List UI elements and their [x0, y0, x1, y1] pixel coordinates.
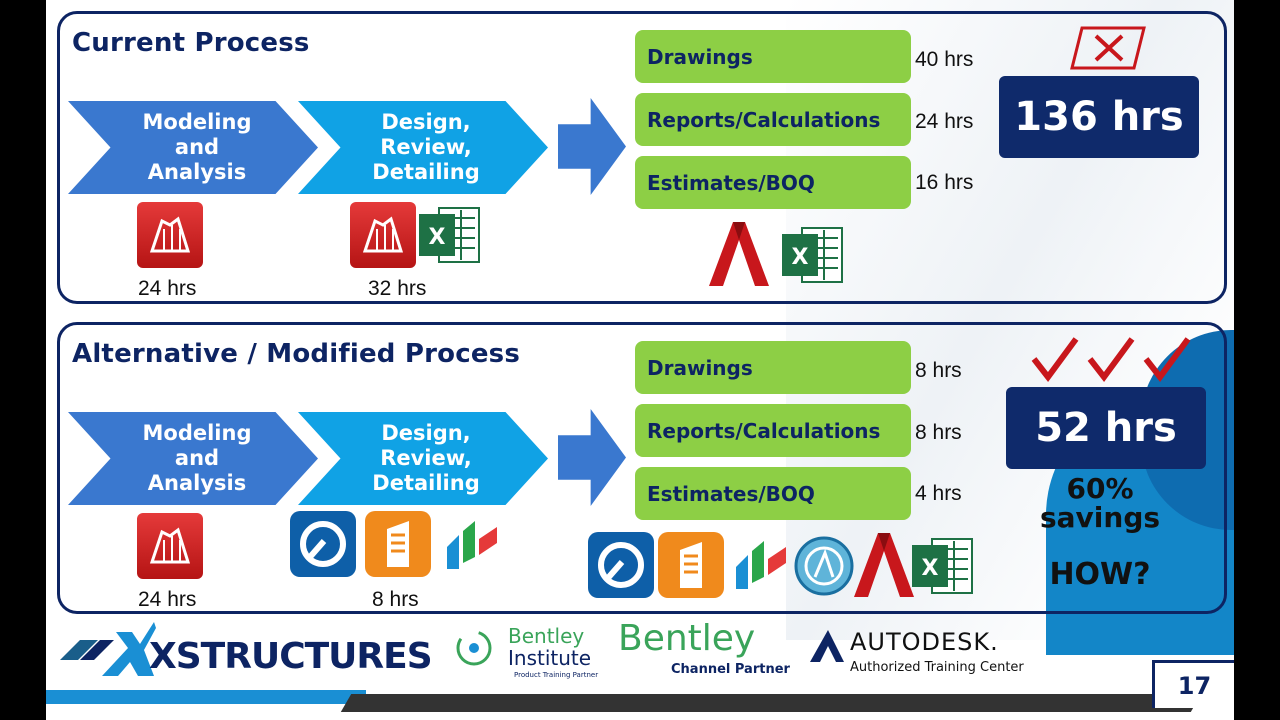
- estimates-hours: 4 hrs: [915, 482, 962, 505]
- xstructures-logo-icon: [60, 622, 156, 676]
- current-total-hours: 136 hrs: [999, 76, 1199, 158]
- svg-text:X: X: [429, 225, 446, 250]
- modeling-analysis-step: Modeling and Analysis: [68, 412, 318, 505]
- excel-icon: X: [419, 207, 480, 263]
- staad-pro-icon: [588, 532, 654, 598]
- current-process-panel: Current Process Modeling and Analysis De…: [57, 11, 1227, 304]
- autodesk-logo: AUTODESK.: [850, 628, 999, 656]
- output-reports: Reports/Calculations: [635, 404, 911, 457]
- bentley-partner-sub: Channel Partner: [671, 662, 790, 677]
- alternative-process-title: Alternative / Modified Process: [72, 339, 521, 369]
- autodesk-sub: Authorized Training Center: [850, 660, 1024, 675]
- page-number: 17: [1152, 660, 1234, 708]
- analysis-icon: [794, 536, 854, 596]
- bentley-institute-line2: Institute: [508, 646, 592, 670]
- reports-hours: 8 hrs: [915, 421, 962, 444]
- output-reports: Reports/Calculations: [635, 93, 911, 146]
- output-drawings: Drawings: [635, 341, 911, 394]
- modeling-hours: 24 hrs: [138, 277, 197, 300]
- how-label: HOW?: [1049, 557, 1151, 592]
- alternative-total-hours: 52 hrs: [1006, 387, 1206, 469]
- bentley-institute-icon: [456, 630, 492, 666]
- flow-arrow: [558, 98, 626, 195]
- savings-label: savings: [1039, 501, 1161, 534]
- estimates-hours: 16 hrs: [915, 171, 974, 194]
- robot-structural-icon: [137, 202, 203, 268]
- modeling-hours: 24 hrs: [138, 588, 197, 611]
- check-icon: [1031, 337, 1079, 382]
- design-review-step: Design, Review, Detailing: [298, 101, 548, 194]
- drawings-hours: 8 hrs: [915, 359, 962, 382]
- svg-text:X: X: [792, 245, 809, 270]
- staad-pro-icon: [290, 511, 356, 577]
- xstructures-logo: XSTRUCTURES: [149, 636, 433, 677]
- excel-icon: X: [912, 538, 973, 594]
- design-review-step: Design, Review, Detailing: [298, 412, 548, 505]
- footer-bar-blue: [46, 690, 366, 704]
- output-estimates: Estimates/BOQ: [635, 467, 911, 520]
- bentley-partner-logo: Bentley: [618, 618, 756, 659]
- footer-bar-grey: [340, 694, 1202, 712]
- check-icons: [1031, 337, 1191, 382]
- alternative-process-panel: Alternative / Modified Process Modeling …: [57, 322, 1227, 614]
- design-hours: 32 hrs: [368, 277, 427, 300]
- output-drawings: Drawings: [635, 30, 911, 83]
- cross-icon: [1070, 26, 1146, 70]
- prokon-icon: [736, 541, 786, 589]
- bentley-institute-sub: Product Training Partner: [514, 671, 599, 679]
- robot-structural-icon: [350, 202, 416, 268]
- savings-percent: 60%: [1066, 472, 1134, 505]
- autocad-icon: [709, 222, 769, 286]
- reports-hours: 24 hrs: [915, 110, 974, 133]
- drawings-hours: 40 hrs: [915, 48, 974, 71]
- rcdc-icon: [365, 511, 431, 577]
- autodesk-icon: [810, 630, 844, 662]
- check-icon: [1143, 337, 1191, 382]
- svg-text:X: X: [922, 556, 939, 581]
- current-process-title: Current Process: [72, 28, 310, 58]
- excel-icon: X: [782, 227, 843, 283]
- bentley-institute-line1: Bentley: [508, 624, 585, 648]
- output-estimates: Estimates/BOQ: [635, 156, 911, 209]
- prokon-icon: [447, 521, 497, 569]
- autocad-icon: [854, 533, 914, 597]
- design-hours: 8 hrs: [372, 588, 419, 611]
- flow-arrow: [558, 409, 626, 506]
- rcdc-icon: [658, 532, 724, 598]
- check-icon: [1087, 337, 1135, 382]
- footer-bar: [46, 690, 1234, 720]
- robot-structural-icon: [137, 513, 203, 579]
- modeling-analysis-step: Modeling and Analysis: [68, 101, 318, 194]
- slide: Current Process Modeling and Analysis De…: [46, 0, 1234, 720]
